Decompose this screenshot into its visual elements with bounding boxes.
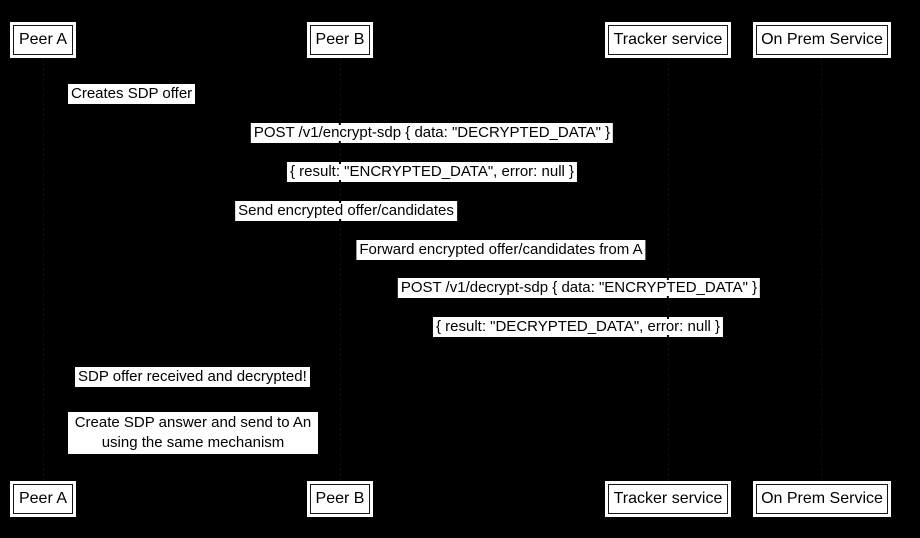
message-label: Creates SDP offer xyxy=(68,84,196,104)
lifeline-peer-a xyxy=(43,58,44,481)
message-label: Send encrypted offer/candidates xyxy=(235,201,457,221)
note-label: Create SDP answer and send to An using th… xyxy=(68,412,318,454)
lifeline-notch xyxy=(666,335,669,337)
lifeline-notch xyxy=(339,219,341,221)
participant-peer-a-top: Peer A xyxy=(10,22,76,58)
lifeline-tracker-service xyxy=(668,58,669,481)
lifeline-on-prem-service xyxy=(821,58,822,481)
lifeline-peer-b xyxy=(340,58,341,481)
lifeline-notch xyxy=(339,201,341,203)
participant-peer-b-bottom: Peer B xyxy=(307,481,373,517)
message-label: POST /v1/decrypt-sdp { data: "ENCRYPTED_… xyxy=(397,278,761,298)
participant-on-prem-service-top: On Prem Service xyxy=(753,22,891,58)
lifeline-notch xyxy=(666,278,669,280)
note-line: using the same mechanism xyxy=(101,434,285,451)
participant-tracker-service-bottom: Tracker service xyxy=(605,481,731,517)
message-label: SDP offer received and decrypted! xyxy=(75,367,310,387)
lifeline-notch xyxy=(666,317,669,319)
participant-on-prem-service-bottom: On Prem Service xyxy=(753,481,891,517)
message-label: Forward encrypted offer/candidates from … xyxy=(356,240,646,260)
lifeline-notch xyxy=(338,180,341,182)
participant-tracker-service-top: Tracker service xyxy=(605,22,731,58)
lifeline-notch xyxy=(338,162,341,164)
lifeline-notch xyxy=(338,141,341,143)
participant-peer-a-bottom: Peer A xyxy=(10,481,76,517)
lifeline-notch xyxy=(338,123,341,125)
message-label: { result: "ENCRYPTED_DATA", error: null … xyxy=(286,162,578,182)
note-line: Create SDP answer and send to An xyxy=(74,414,312,431)
lifeline-notch xyxy=(666,296,669,298)
message-label: { result: "DECRYPTED_DATA", error: null … xyxy=(432,317,724,337)
participant-peer-b-top: Peer B xyxy=(307,22,373,58)
message-label: POST /v1/encrypt-sdp { data: "DECRYPTED_… xyxy=(250,123,614,143)
